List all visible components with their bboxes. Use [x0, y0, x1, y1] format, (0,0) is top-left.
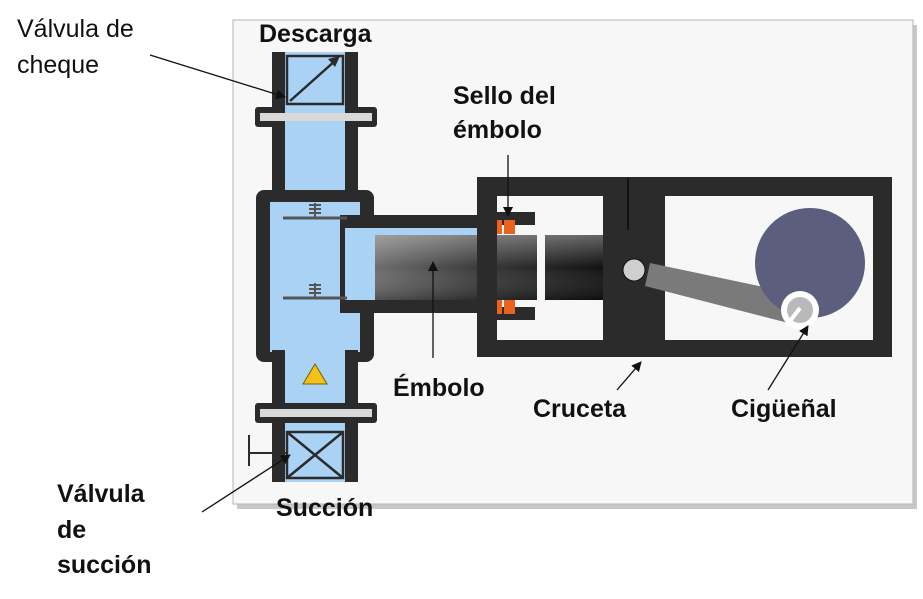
- plunger-label: Émbolo: [393, 373, 485, 402]
- leader-lines: [149, 54, 809, 513]
- connecting-rod: [645, 263, 806, 326]
- warning-icon: [302, 363, 328, 385]
- suction-valve-label-line3: succión: [57, 551, 151, 579]
- plunger-seal-label-line2: émbolo: [453, 116, 542, 144]
- suction-valve-label-line2: de: [57, 516, 86, 544]
- labels: Válvula de cheque Descarga Sello del émb…: [17, 15, 837, 579]
- crosshead-leader: [616, 361, 642, 391]
- check-valve-label-line2: cheque: [17, 51, 99, 79]
- suction-label: Succión: [276, 494, 373, 522]
- suction-valve-label-line1: Válvula: [57, 480, 146, 508]
- suction-valve-internal: [283, 283, 347, 300]
- crank-disc: [755, 208, 865, 318]
- suction-valve-leader: [201, 454, 291, 513]
- discharge-valve: [283, 203, 347, 220]
- crosshead-label: Cruceta: [533, 395, 627, 423]
- plunger-seal-label-line1: Sello del: [453, 82, 556, 110]
- discharge-label: Descarga: [259, 20, 373, 48]
- crankshaft-leader: [767, 325, 809, 391]
- crankshaft-label: Cigüeñal: [731, 395, 837, 423]
- crankshaft-assembly: [755, 208, 865, 329]
- crosshead-frame: [477, 177, 892, 357]
- check-valve-leader: [149, 54, 286, 100]
- check-valve: [285, 54, 345, 106]
- check-valve-label-line1: Válvula de: [17, 15, 134, 43]
